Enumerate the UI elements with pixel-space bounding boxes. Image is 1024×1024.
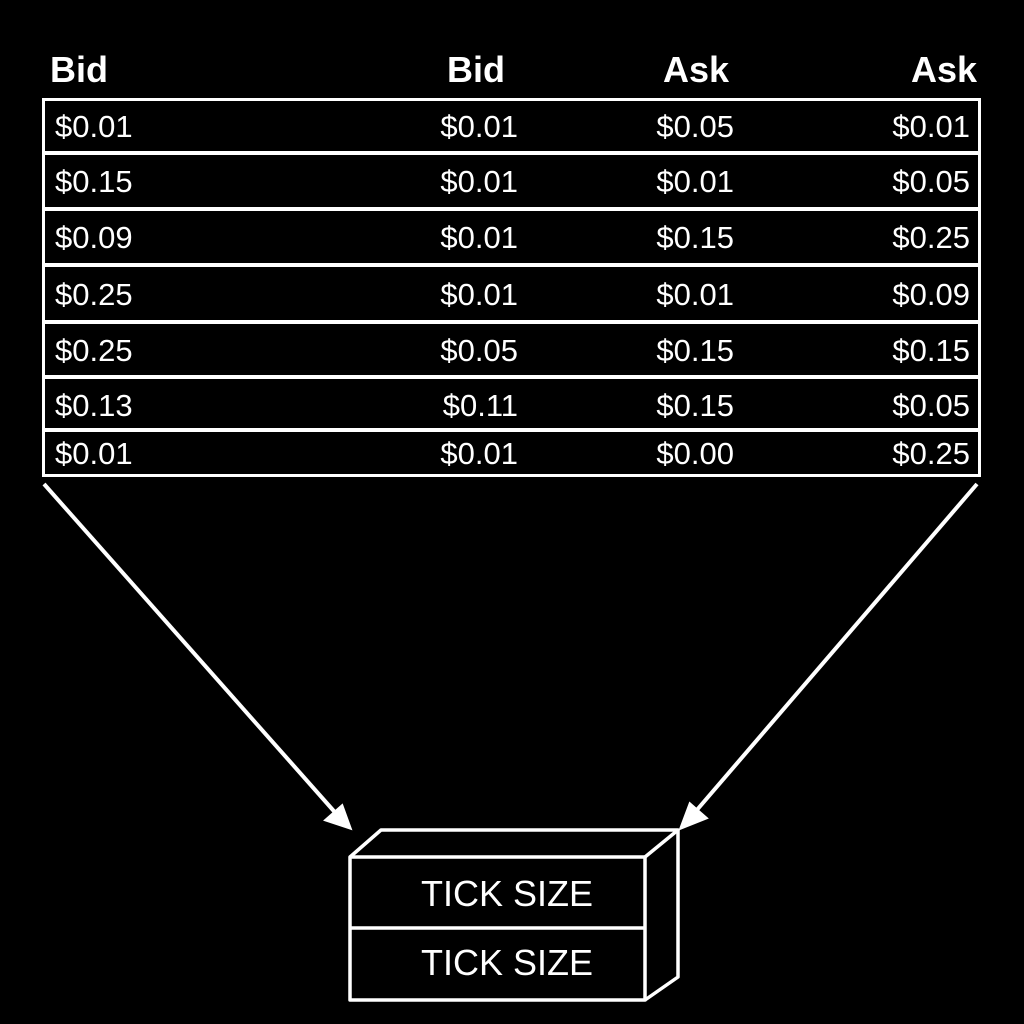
cell: $0.25: [892, 220, 970, 255]
row-divider: [45, 263, 978, 267]
cell: $0.25: [55, 333, 133, 368]
tick-size-label-top: TICK SIZE: [420, 873, 594, 914]
cell: $0.15: [656, 333, 734, 368]
cell: $0.05: [892, 164, 970, 199]
header-ask-1: Ask: [663, 49, 730, 90]
header-bid-2: Bid: [447, 49, 505, 90]
cell: $0.01: [440, 220, 518, 255]
bid-ask-table: $0.01 $0.01 $0.05 $0.01 $0.15 $0.01 $0.0…: [42, 98, 981, 477]
cell: $0.11: [442, 388, 518, 423]
cell: $0.01: [440, 109, 518, 144]
cell: $0.05: [892, 388, 970, 423]
cell: $0.09: [892, 277, 970, 312]
cell: $0.15: [892, 333, 970, 368]
table-row: $0.01 $0.01 $0.05 $0.01: [45, 101, 978, 153]
cell: $0.05: [440, 333, 518, 368]
cell: $0.05: [656, 109, 734, 144]
row-divider: [45, 151, 978, 155]
table-row: $0.15 $0.01 $0.01 $0.05: [45, 156, 978, 208]
cell: $0.00: [656, 436, 734, 471]
table-row: $0.01 $0.01 $0.00 $0.25: [45, 429, 978, 475]
row-divider: [45, 375, 978, 379]
cell: $0.01: [892, 109, 970, 144]
cell: $0.01: [440, 436, 518, 471]
column-headers: Bid Bid Ask Ask: [0, 48, 1024, 96]
table-row: $0.09 $0.01 $0.15 $0.25: [45, 212, 978, 264]
tick-size-label-bottom: TICK SIZE: [420, 942, 594, 983]
header-ask-2: Ask: [911, 49, 978, 90]
cell: $0.01: [440, 277, 518, 312]
cell: $0.15: [55, 164, 133, 199]
tick-size-box-icon: [348, 828, 680, 1002]
row-divider: [45, 320, 978, 324]
left-arrow-icon: [42, 482, 353, 831]
table-row: $0.25 $0.01 $0.01 $0.09: [45, 269, 978, 321]
table-row: $0.13 $0.11 $0.15 $0.05: [45, 380, 978, 432]
right-arrow-icon: [678, 482, 979, 831]
cell: $0.13: [55, 388, 133, 423]
cell: $0.15: [656, 388, 734, 423]
cell: $0.01: [55, 436, 133, 471]
cell: $0.09: [55, 220, 133, 255]
cell: $0.01: [656, 277, 734, 312]
table-row: $0.25 $0.05 $0.15 $0.15: [45, 325, 978, 377]
cell: $0.25: [55, 277, 133, 312]
cell: $0.15: [656, 220, 734, 255]
row-divider: [45, 207, 978, 211]
cell: $0.01: [440, 164, 518, 199]
header-bid-1: Bid: [50, 49, 108, 90]
cell: $0.01: [55, 109, 133, 144]
row-divider: [45, 428, 978, 432]
cell: $0.25: [892, 436, 970, 471]
cell: $0.01: [656, 164, 734, 199]
